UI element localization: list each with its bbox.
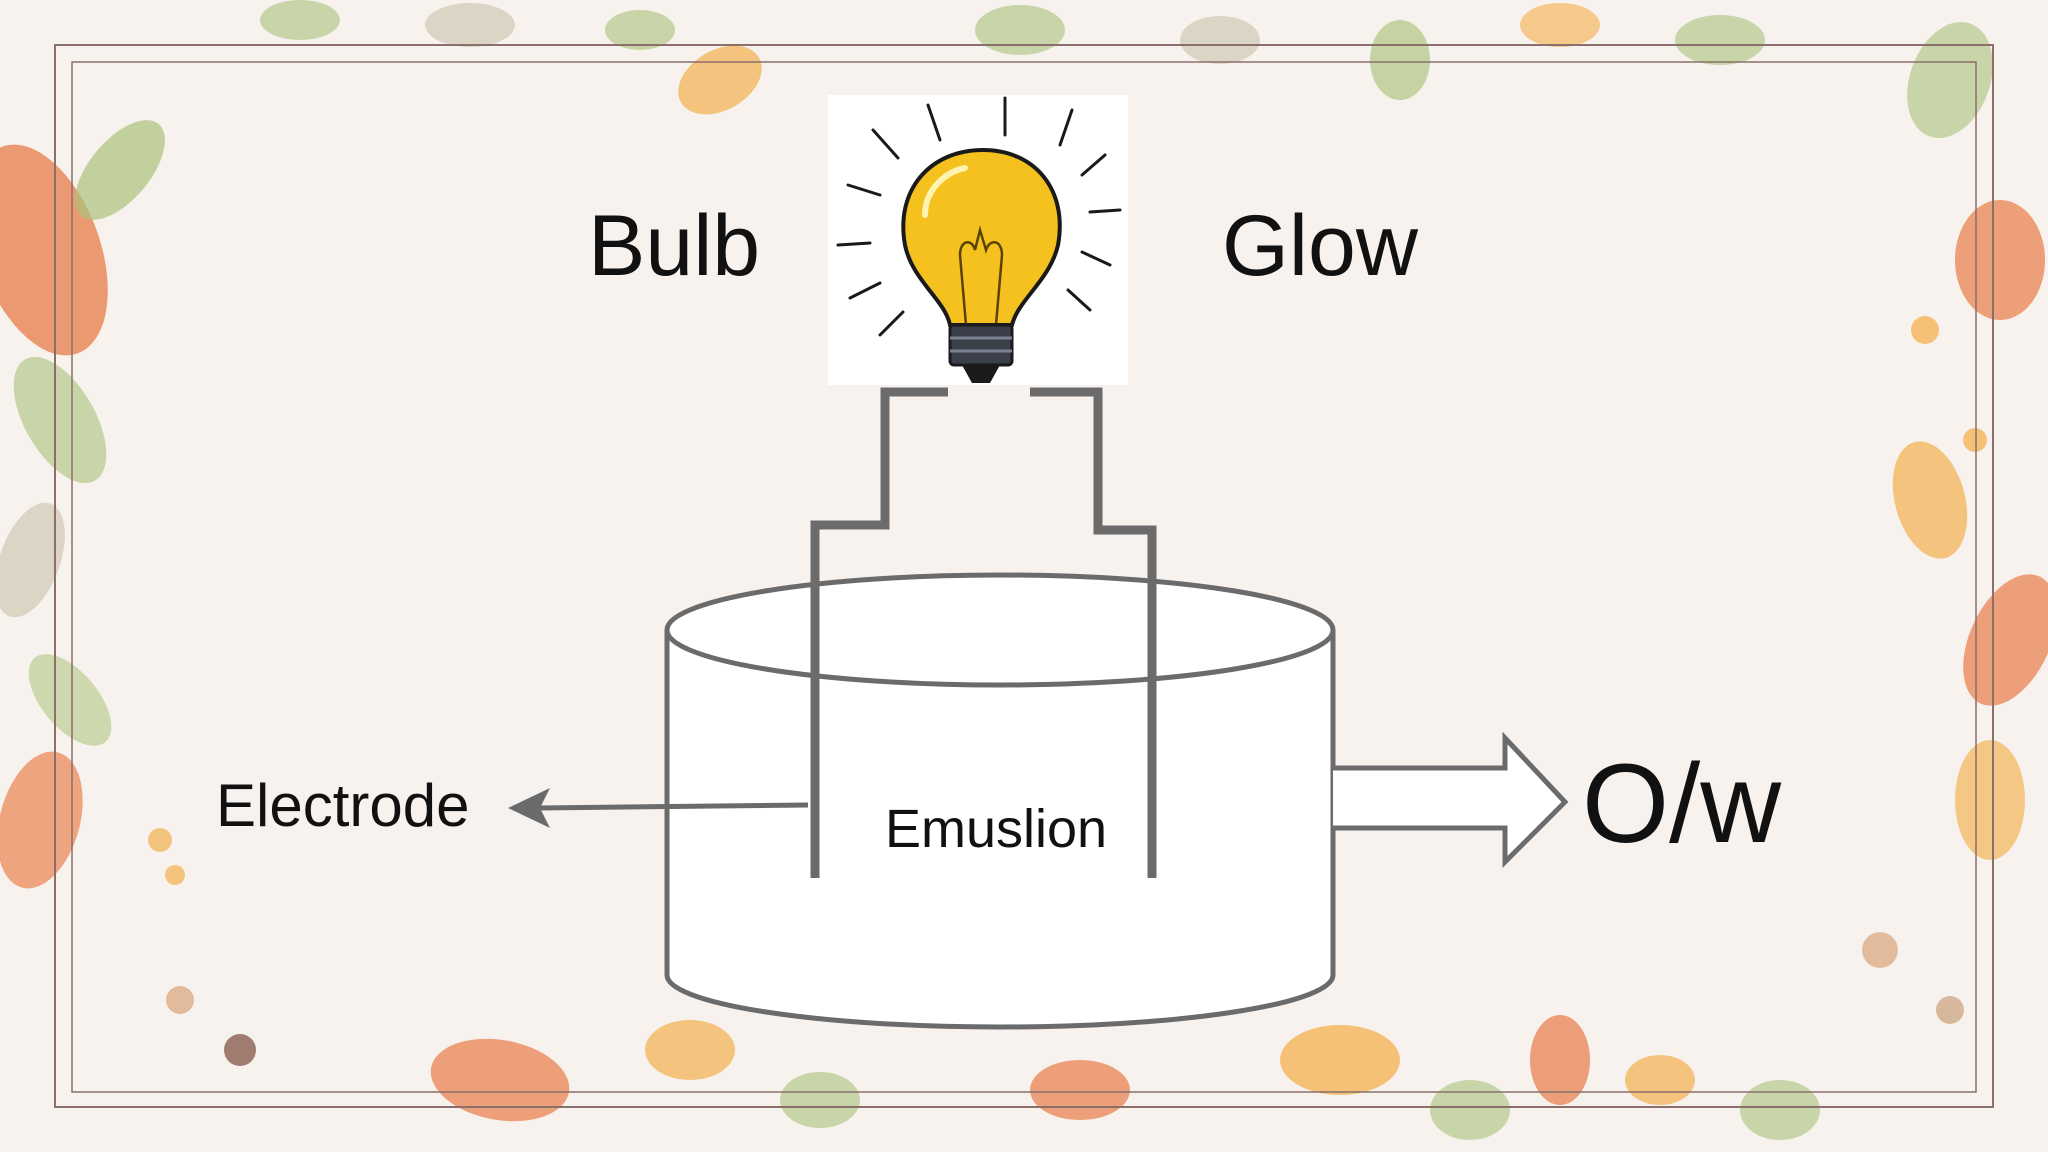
emulsion-container [664, 572, 1336, 1030]
outer-frame [54, 44, 1994, 1108]
light-bulb-icon [828, 95, 1128, 385]
inner-frame [71, 61, 1977, 1093]
electrodes [810, 560, 1157, 878]
oil-in-water-label: O/w [1582, 741, 1782, 866]
emulsion-label: Emuslion [885, 799, 1107, 859]
hollow-arrow-right-icon [1333, 731, 1569, 869]
arrow-left-icon [508, 788, 809, 828]
bulb-label: Bulb [588, 198, 760, 294]
glow-label: Glow [1222, 198, 1419, 294]
electrode-label: Electrode [216, 772, 469, 839]
